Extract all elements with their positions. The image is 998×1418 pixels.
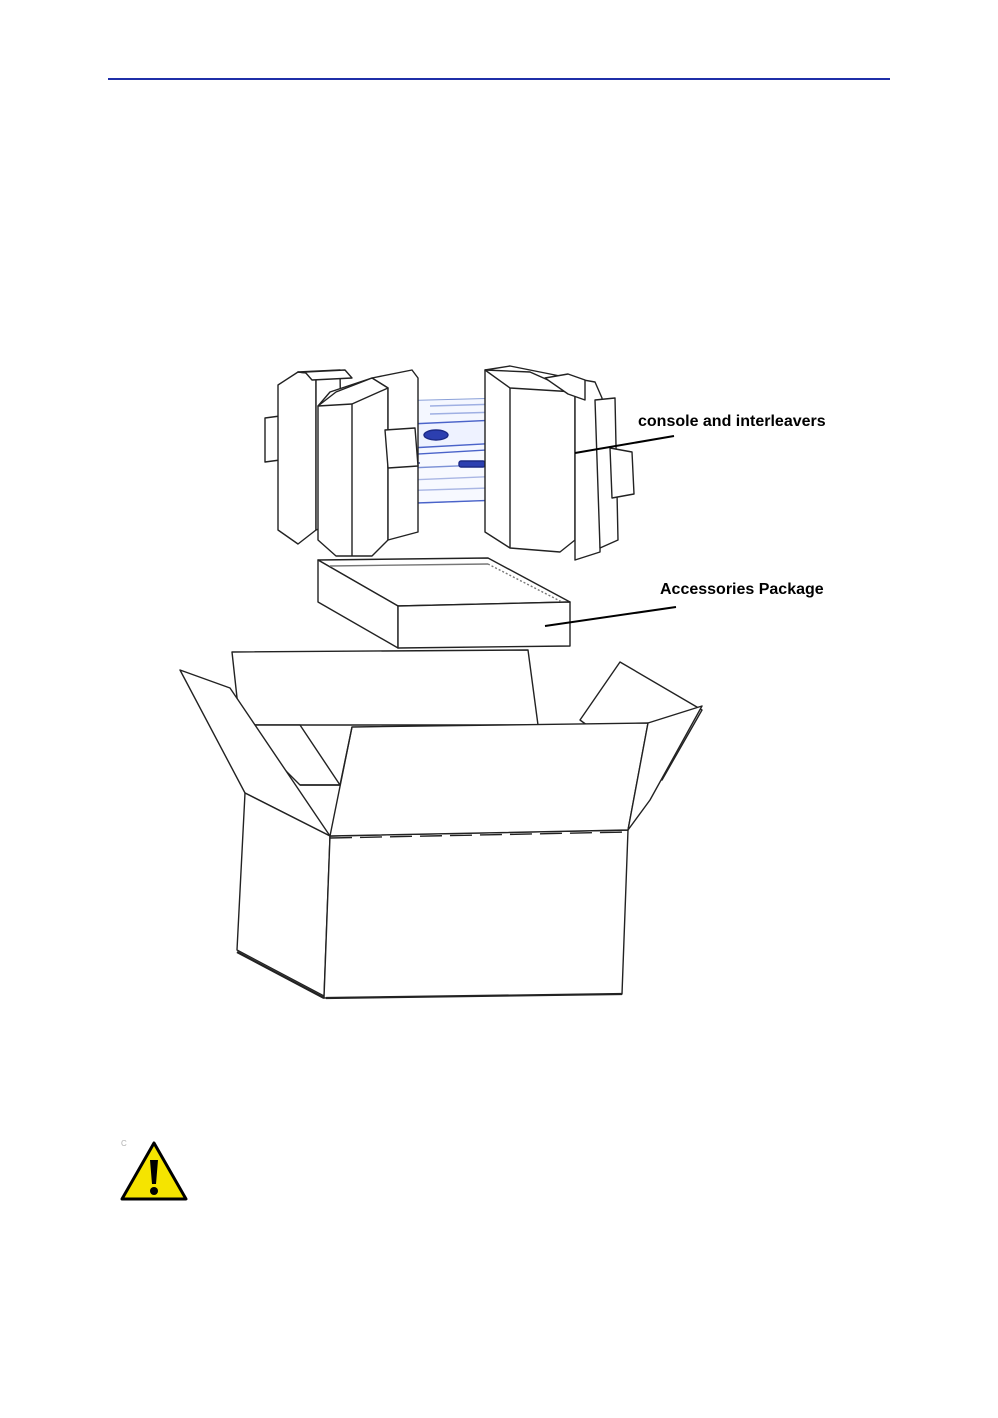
warning-triangle-icon <box>120 1140 188 1202</box>
console-interleavers-label: console and interleavers <box>638 413 826 431</box>
right-interleaver <box>485 366 634 560</box>
carton-box <box>180 650 702 998</box>
accessories-package-label: Accessories Package <box>660 581 824 599</box>
accessories-box <box>318 558 570 648</box>
left-interleaver-front <box>318 370 418 556</box>
